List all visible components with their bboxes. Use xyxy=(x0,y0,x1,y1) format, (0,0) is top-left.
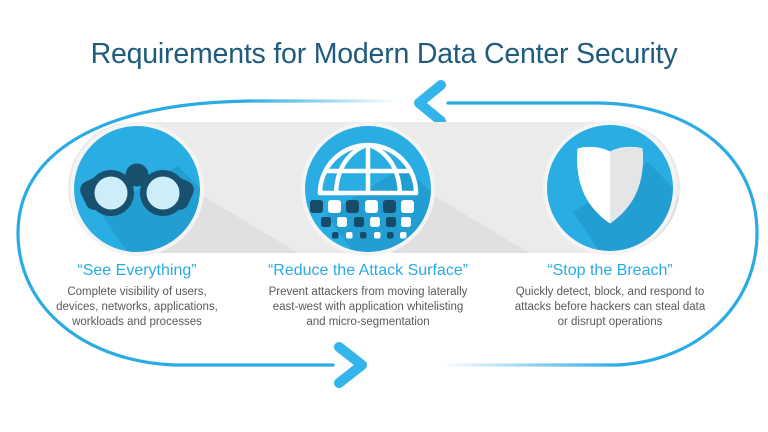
loop-left-path xyxy=(16,99,335,367)
card-body: Prevent attackers from moving laterally … xyxy=(243,285,493,330)
card-see-everything: “See Everything” Complete visibility of … xyxy=(12,261,262,330)
card-heading: “Reduce the Attack Surface” xyxy=(267,262,469,279)
card-body: Quickly detect, block, and respond to at… xyxy=(485,285,735,330)
card-body-line: devices, networks, applications, xyxy=(56,301,218,313)
binoculars-icon xyxy=(80,163,194,216)
cycle-loop xyxy=(16,80,759,388)
card-body-line: attacks before hackers can steal data xyxy=(514,301,706,313)
arrow-left-icon xyxy=(414,80,446,126)
shield-icon xyxy=(577,146,643,224)
card-stop-the-breach: “Stop the Breach” Quickly detect, block,… xyxy=(485,261,735,330)
card-body-line: east-west with application whitelisting xyxy=(272,301,464,313)
globe-mesh-icon xyxy=(310,142,419,239)
card-body-line: or disrupt operations xyxy=(557,316,663,328)
card-heading: “See Everything” xyxy=(77,262,197,279)
card-body-line: Prevent attackers from moving laterally xyxy=(268,286,468,298)
card-body-line: and micro-segmentation xyxy=(306,316,430,328)
loop-right-path xyxy=(446,101,759,367)
card-body: Complete visibility of users, devices, n… xyxy=(12,285,262,330)
pixel-dissolve-squares xyxy=(310,200,414,239)
card-circle-see xyxy=(74,126,200,252)
page-title: Requirements for Modern Data Center Secu… xyxy=(90,38,678,70)
card-body-line: Quickly detect, block, and respond to xyxy=(515,286,705,298)
card-reduce-attack-surface: “Reduce the Attack Surface” Prevent atta… xyxy=(243,261,493,330)
card-body-line: Complete visibility of users, xyxy=(67,286,207,298)
card-heading: “Stop the Breach” xyxy=(547,262,673,279)
arrow-right-icon xyxy=(334,342,367,388)
card-body-line: workloads and processes xyxy=(72,316,202,328)
